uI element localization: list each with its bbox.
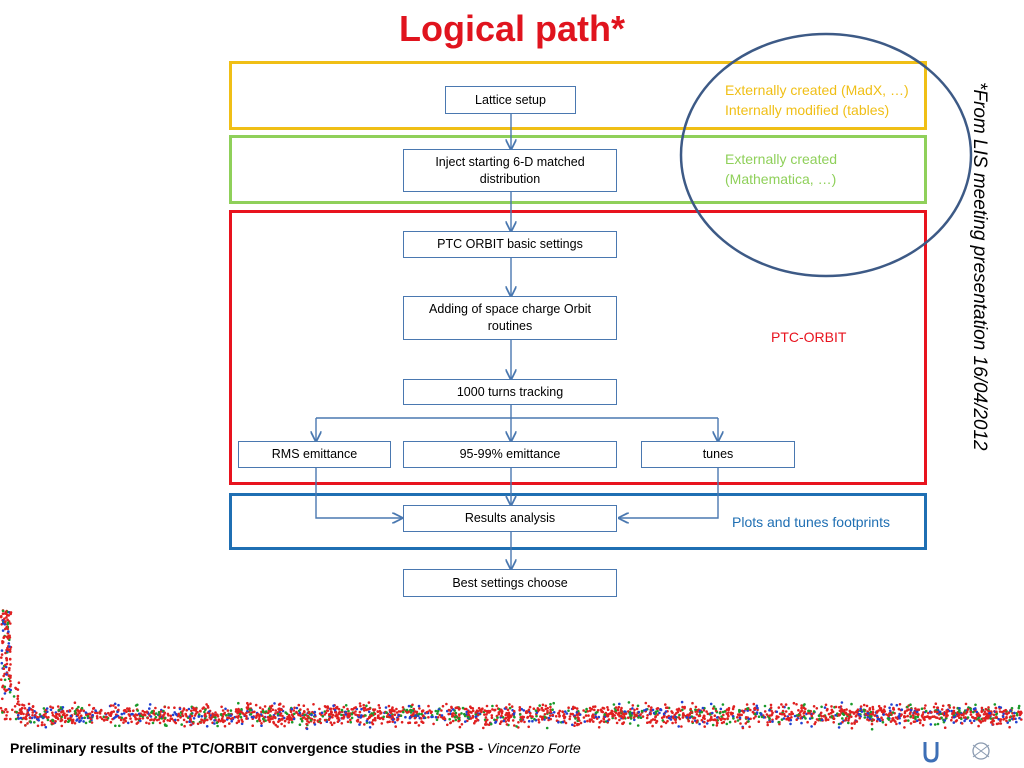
highlight-circle [679, 32, 973, 278]
connector [619, 468, 719, 518]
slide-footer: Preliminary results of the PTC/ORBIT con… [10, 740, 581, 756]
emittance-95-99-node: 95-99% emittance [403, 441, 617, 468]
rms-emittance-node: RMS emittance [238, 441, 391, 468]
distribution-box [229, 135, 927, 204]
yellow-annotation-line2: Internally modified (tables) [725, 102, 890, 118]
source-note: *From LIS meeting presentation 16/04/201… [969, 82, 990, 451]
connector [315, 468, 402, 518]
green-annotation: Externally created (Mathematica, …) [725, 149, 837, 189]
lattice-setup-node: Lattice setup [445, 86, 576, 114]
yellow-annotation-line1: Externally created (MadX, …) [725, 82, 909, 98]
inject-distribution-node: Inject starting 6-D matched distribution [403, 149, 617, 192]
plots-footprints-label: Plots and tunes footprints [732, 514, 890, 530]
university-logo-icon [923, 742, 939, 763]
best-settings-node: Best settings choose [403, 569, 617, 597]
analysis-box [229, 493, 927, 550]
slide-title: Logical path* [398, 8, 626, 49]
ptc-basic-settings-node: PTC ORBIT basic settings [403, 231, 617, 258]
footer-author: Vincenzo Forte [486, 740, 581, 756]
ptc-orbit-box [229, 210, 927, 485]
turns-tracking-node: 1000 turns tracking [403, 379, 617, 405]
space-charge-node: Adding of space charge Orbit routines [403, 296, 617, 340]
particle-scatter-decoration [0, 609, 1023, 731]
external-inputs-box [229, 61, 927, 130]
green-annotation-line1: Externally created [725, 151, 838, 167]
results-analysis-node: Results analysis [403, 505, 617, 532]
footer-title: Preliminary results of the PTC/ORBIT con… [10, 740, 487, 756]
yellow-annotation: Externally created (MadX, …) Internally … [725, 80, 909, 120]
cern-logo-icon [972, 742, 990, 760]
green-annotation-line2: (Mathematica, …) [725, 171, 837, 187]
tunes-node: tunes [641, 441, 795, 468]
ptc-orbit-label: PTC-ORBIT [771, 329, 847, 345]
